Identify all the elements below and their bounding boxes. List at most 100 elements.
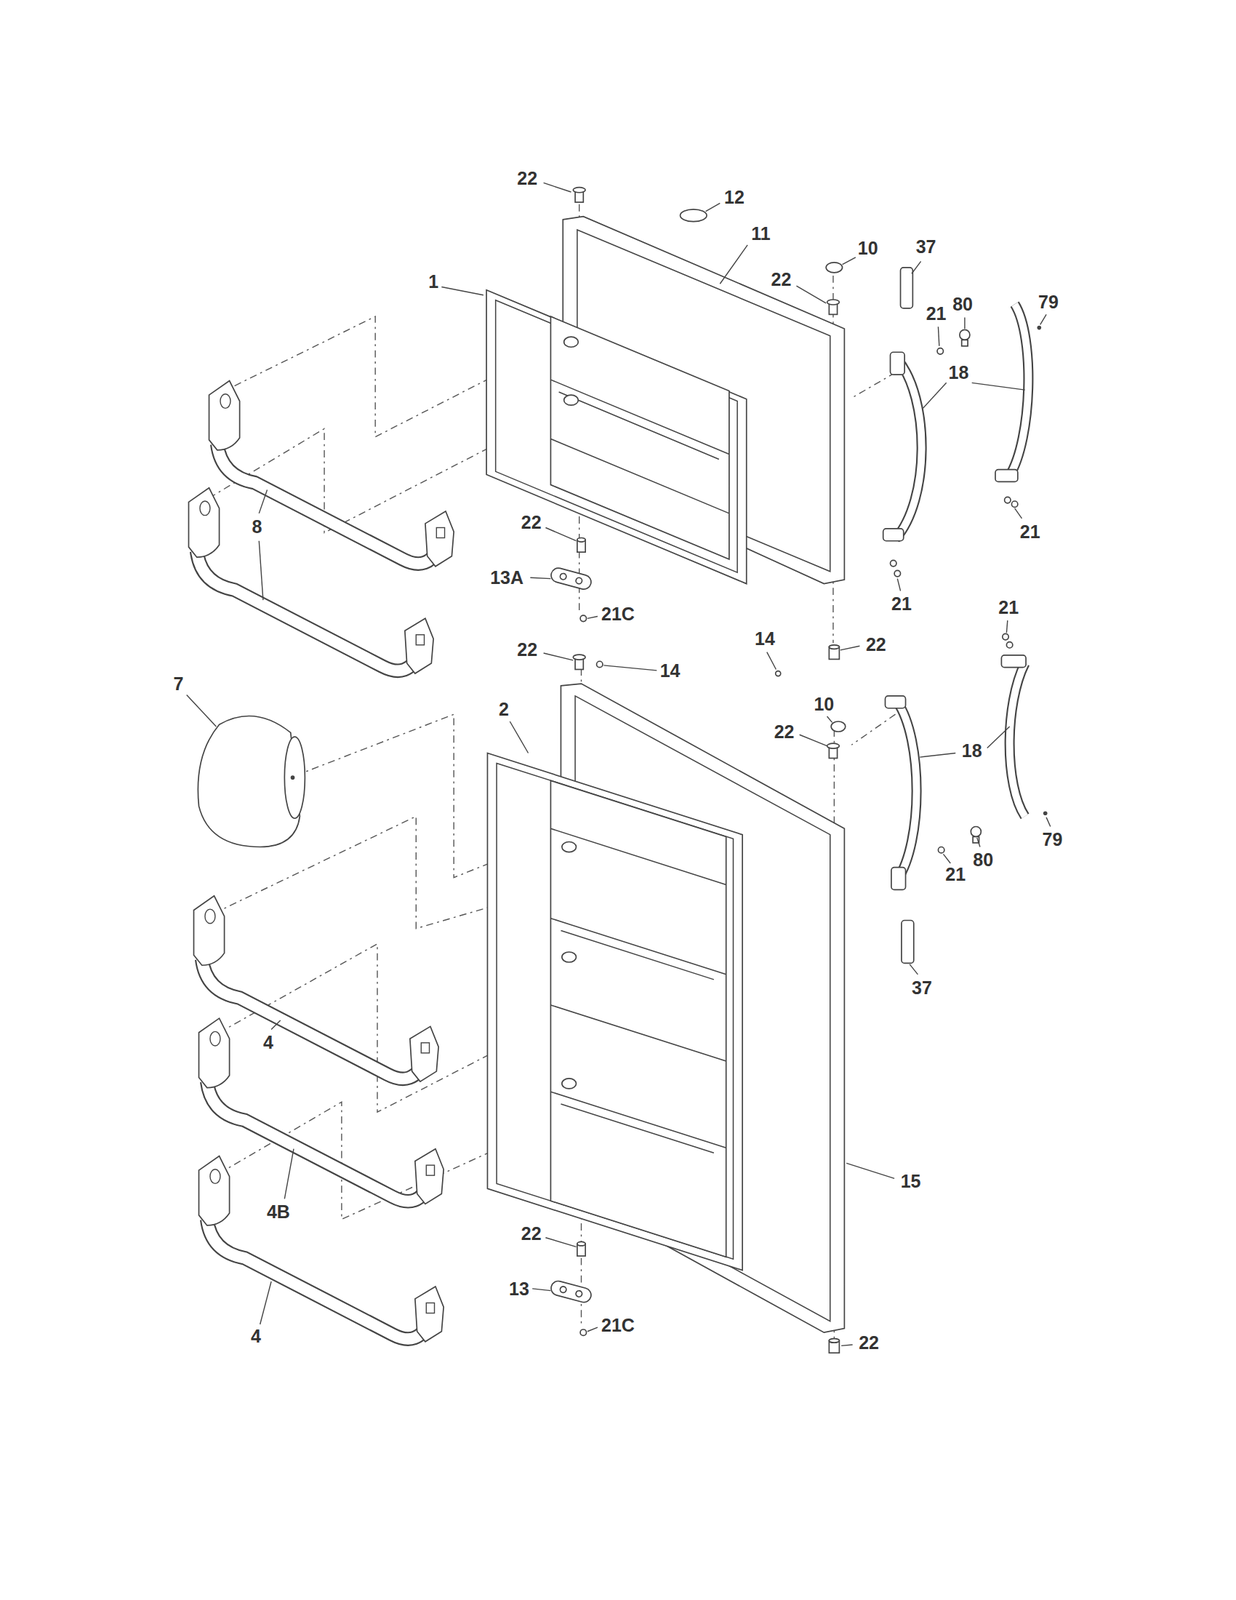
leader-lines	[530, 577, 551, 579]
small-parts	[827, 299, 840, 305]
small-parts	[549, 1278, 593, 1303]
callout-number: 79	[1036, 292, 1061, 312]
leader-lines	[919, 752, 956, 757]
dash-lines	[209, 204, 896, 1342]
small-parts	[828, 644, 840, 650]
small-parts	[549, 187, 1048, 1354]
callout-number: 21	[943, 864, 967, 885]
callout-number: 14	[658, 660, 682, 680]
callout-number: 21	[889, 594, 914, 614]
fresh-food-gasket	[496, 763, 733, 1260]
leader-lines	[842, 257, 856, 265]
small-parts	[1011, 500, 1018, 507]
callout-number: 80	[971, 849, 995, 870]
small-parts	[549, 1278, 593, 1303]
freezer-gasket	[564, 336, 579, 347]
callout-number: 37	[914, 237, 938, 257]
callout-number: 80	[950, 293, 975, 314]
leader-lines	[796, 285, 826, 304]
small-parts	[596, 660, 603, 667]
freezer-gasket	[495, 300, 738, 573]
fresh-food-gasket	[550, 1004, 726, 1061]
callout-number: 4	[249, 1326, 263, 1346]
callout-number: 21	[924, 303, 949, 323]
leader-lines	[841, 1344, 853, 1346]
dairy-door	[197, 716, 305, 848]
small-parts	[559, 572, 567, 581]
callout-number: 10	[812, 693, 836, 714]
small-parts	[577, 538, 586, 543]
callout-number: 21	[996, 596, 1021, 617]
callout-number: 22	[515, 168, 539, 189]
leader-lines	[977, 837, 981, 848]
dairy-door	[290, 775, 296, 780]
callout-number: 4	[261, 1032, 275, 1053]
small-parts	[900, 267, 914, 309]
leader-lines	[719, 245, 748, 284]
leader-lines	[922, 382, 946, 408]
leader-lines	[937, 326, 939, 347]
small-parts	[970, 825, 981, 837]
handles	[884, 695, 906, 709]
small-parts	[961, 339, 968, 346]
door-bin	[199, 1017, 445, 1204]
fresh-food-gasket	[487, 752, 743, 1270]
leader-lines	[284, 1148, 294, 1199]
callout-number: 11	[749, 223, 772, 244]
callout-number: 22	[864, 634, 888, 655]
small-parts	[575, 1289, 583, 1298]
small-parts	[549, 566, 593, 591]
callout-number: 21C	[599, 1315, 637, 1335]
leader-lines	[827, 716, 833, 722]
small-parts	[1002, 633, 1009, 640]
door-bin	[194, 895, 440, 1082]
door-bin	[188, 487, 434, 674]
leader-lines	[987, 726, 1010, 748]
callout-number: 8	[250, 516, 264, 536]
small-parts	[775, 671, 781, 677]
fresh-food-gasket	[550, 1091, 726, 1148]
small-parts	[580, 1329, 587, 1335]
freezer-gasket	[550, 316, 729, 560]
freezer-gasket	[564, 394, 579, 405]
handles	[897, 701, 917, 880]
leader-lines	[964, 317, 965, 329]
callout-number: 18	[947, 362, 971, 382]
leader-lines	[1014, 508, 1023, 519]
handles	[891, 867, 906, 890]
leader-lines	[543, 182, 572, 192]
callout-number: 21C	[599, 604, 637, 624]
small-parts	[572, 187, 586, 193]
handles	[1009, 303, 1029, 476]
fresh-food-gasket	[487, 752, 743, 1270]
leader-lines	[911, 261, 922, 274]
freezer-gasket	[486, 290, 747, 584]
small-parts	[572, 654, 586, 669]
callout-number: 37	[910, 977, 934, 997]
small-parts	[575, 576, 583, 584]
leader-lines	[509, 721, 528, 753]
callout-number: 13A	[488, 567, 525, 587]
fresh-food-gasket	[560, 930, 714, 980]
callout-number: 22	[857, 1331, 881, 1352]
door-bin	[209, 380, 455, 567]
small-parts	[559, 1285, 567, 1293]
fresh-food-gasket	[562, 951, 577, 962]
small-parts	[831, 721, 846, 732]
leader-lines	[271, 1020, 281, 1030]
leader-lines	[897, 578, 901, 592]
small-parts	[890, 559, 897, 566]
small-parts	[1036, 325, 1042, 331]
leader-lines	[840, 645, 861, 650]
callout-number: 12	[722, 186, 746, 207]
handles	[890, 351, 906, 375]
small-parts	[894, 570, 901, 576]
fresh-food-gasket	[550, 918, 726, 975]
leader-lines	[260, 1281, 272, 1324]
dash-lines	[851, 372, 896, 398]
callout-number: 14	[753, 628, 777, 649]
small-parts	[577, 538, 586, 553]
callout-number: 2	[497, 698, 511, 719]
